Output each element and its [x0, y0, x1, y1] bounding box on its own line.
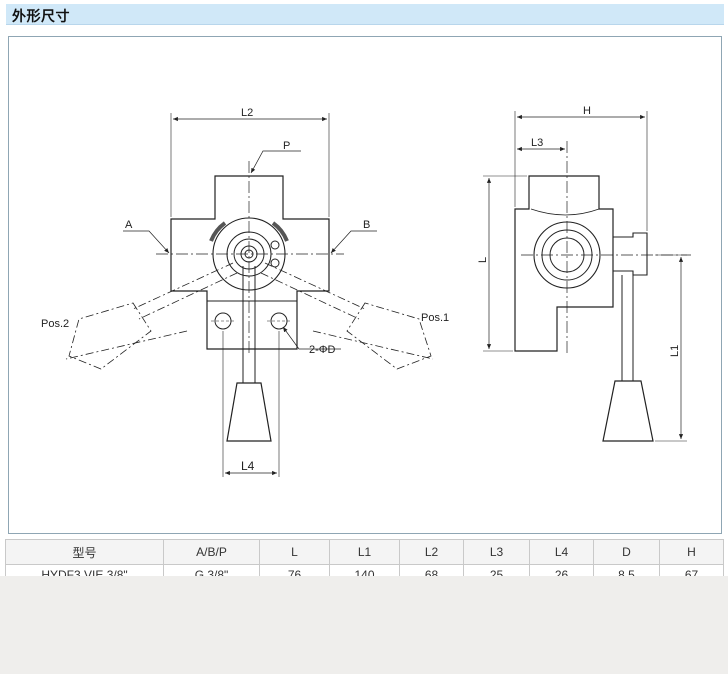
- front-view: [65, 113, 434, 477]
- label-L1: L1: [669, 345, 681, 357]
- header-cell: 型号: [5, 539, 164, 565]
- label-B: B: [363, 219, 370, 231]
- port-circle: [212, 217, 286, 291]
- header-cell: L: [259, 539, 330, 565]
- header-cell: D: [593, 539, 660, 565]
- label-pos2: Pos.2: [41, 318, 69, 330]
- header-cell: L1: [329, 539, 400, 565]
- technical-drawing: L2 P A B Pos.2 Pos.1 2-ΦD L4 H L3 L L1: [41, 105, 691, 477]
- header-cell: A/B/P: [163, 539, 260, 565]
- section-header: 外形尺寸: [6, 4, 724, 25]
- valve-body: [170, 175, 330, 350]
- drawing-frame: L2 P A B Pos.2 Pos.1 2-ΦD L4 H L3 L L1: [8, 36, 722, 534]
- label-L3: L3: [531, 137, 543, 149]
- header-cell: L2: [399, 539, 464, 565]
- section-title: 外形尺寸: [12, 9, 70, 25]
- label-H: H: [583, 105, 591, 117]
- header-cell: H: [659, 539, 724, 565]
- table-header-row: 型号 A/B/P L L1 L2 L3 L4 D H: [5, 539, 724, 565]
- label-A: A: [125, 219, 133, 231]
- label-L2: L2: [241, 107, 253, 119]
- handle-knob: [226, 382, 272, 442]
- label-pos1: Pos.1: [421, 312, 449, 324]
- label-L4: L4: [241, 459, 255, 473]
- label-hole: 2-ΦD: [309, 344, 336, 356]
- side-view: [483, 111, 691, 442]
- side-body: [514, 175, 614, 352]
- label-P: P: [283, 140, 290, 152]
- label-L: L: [477, 257, 489, 263]
- header-cell: L4: [529, 539, 594, 565]
- bottom-overlay: [0, 576, 728, 674]
- header-cell: L3: [463, 539, 530, 565]
